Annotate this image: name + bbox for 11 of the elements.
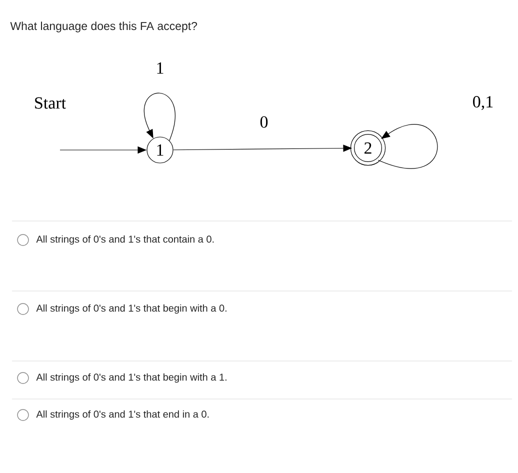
transition-label: 1 xyxy=(157,62,164,74)
transition-label: Start xyxy=(35,97,66,109)
self-loop-arrow xyxy=(144,92,176,141)
answer-option: All strings of 0's and 1's that begin with a 1. xyxy=(36,373,226,383)
answer-option: All strings of 0's and 1's that contain a 0. xyxy=(36,235,214,245)
self-loop-arrow xyxy=(378,124,438,169)
transition-label: 0 xyxy=(260,116,268,128)
answer-option: All strings of 0's and 1's that end in a 0. xyxy=(36,410,209,420)
answer-option: All strings of 0's and 1's that begin with a 0. xyxy=(36,304,226,314)
transition-label: 0,1 xyxy=(473,96,493,110)
question-title: What language does this FA accept? xyxy=(10,22,198,32)
